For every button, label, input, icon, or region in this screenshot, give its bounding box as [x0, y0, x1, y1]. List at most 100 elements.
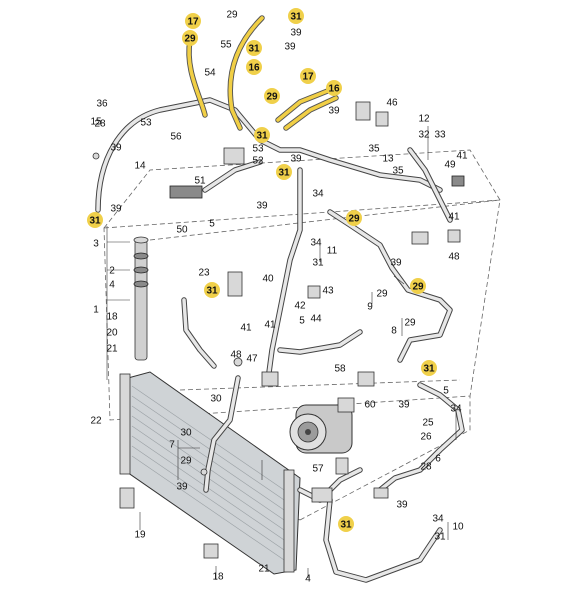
part-callout-39: 39: [396, 500, 408, 511]
part-callout-31: 31: [312, 258, 324, 269]
callout-highlight-badge: [421, 360, 437, 376]
part-callout-2: 2: [109, 266, 115, 277]
part-callout-34: 34: [432, 514, 444, 525]
part-callout-1: 1: [93, 305, 99, 316]
condenser: [119, 371, 301, 575]
callout-highlight-badge: [87, 212, 103, 228]
part-callout-16: 16: [328, 84, 340, 95]
part-callout-31: 31: [290, 12, 302, 23]
callout-highlight-badge: [300, 68, 316, 84]
part-callout-34: 34: [310, 238, 322, 249]
part-callout-39: 39: [398, 400, 410, 411]
part-callout-53: 53: [140, 118, 152, 129]
part-callout-58: 58: [334, 364, 346, 375]
part-callout-34: 34: [312, 189, 324, 200]
part-callout-28: 28: [420, 462, 432, 473]
part-callout-56: 56: [170, 132, 182, 143]
part-callout-5: 5: [209, 219, 215, 230]
part-callout-17: 17: [187, 17, 199, 28]
part-callout-39: 39: [390, 258, 402, 269]
part-callout-49: 49: [444, 160, 456, 171]
part-callout-20: 20: [106, 328, 118, 339]
part-callout-15: 15: [90, 117, 102, 128]
part-callout-39: 39: [284, 42, 296, 53]
part-callout-54: 54: [204, 68, 216, 79]
callout-highlight-badge: [246, 40, 262, 56]
part-callout-41: 41: [264, 320, 276, 331]
part-callout-23: 23: [198, 268, 210, 279]
part-callout-41: 41: [448, 212, 460, 223]
part-callout-28: 28: [94, 119, 106, 130]
part-callout-31: 31: [89, 216, 101, 227]
part-callout-29: 29: [184, 34, 196, 45]
part-callout-17: 17: [302, 72, 314, 83]
part-callout-18: 18: [106, 312, 118, 323]
part-callout-10: 10: [452, 522, 464, 533]
callout-highlight-badge: [338, 516, 354, 532]
part-callout-44: 44: [310, 314, 322, 325]
part-callout-26: 26: [420, 432, 432, 443]
part-callout-25: 25: [422, 418, 434, 429]
part-callout-57: 57: [312, 464, 324, 475]
receiver-drier: [133, 236, 149, 361]
fittings-and-clips: [92, 101, 465, 559]
ac-compressor: [289, 397, 355, 454]
callout-highlight-badge: [246, 59, 262, 75]
leader-lines: [106, 126, 457, 580]
part-callout-30: 30: [210, 394, 222, 405]
highlighted-hoses: [186, 15, 339, 131]
part-callout-50: 50: [176, 225, 188, 236]
part-callout-33: 33: [434, 130, 446, 141]
part-callout-31: 31: [340, 520, 352, 531]
part-callout-47: 47: [246, 354, 258, 365]
callout-highlight-badge: [182, 30, 198, 46]
part-callout-18: 18: [212, 572, 224, 583]
part-callout-39: 39: [176, 482, 188, 493]
part-callout-32: 32: [418, 130, 430, 141]
part-callout-46: 46: [386, 98, 398, 109]
callout-highlight-badge: [326, 80, 342, 96]
part-callout-60: 60: [364, 400, 376, 411]
part-callout-35: 35: [392, 166, 404, 177]
callout-highlight-badge: [204, 282, 220, 298]
callout-highlight-badge: [264, 88, 280, 104]
part-callout-29: 29: [180, 456, 192, 467]
part-callout-39: 39: [110, 204, 122, 215]
part-callout-31: 31: [206, 286, 218, 297]
part-callout-39: 39: [328, 106, 340, 117]
callout-highlight-badge: [346, 210, 362, 226]
callout-highlight-badge: [276, 164, 292, 180]
part-callout-12: 12: [418, 114, 430, 125]
part-callout-29: 29: [266, 92, 278, 103]
part-callout-35: 35: [368, 144, 380, 155]
part-callout-6: 6: [435, 454, 441, 465]
part-callout-55: 55: [220, 40, 232, 51]
part-callout-31: 31: [434, 532, 446, 543]
callout-highlight-badge: [185, 13, 201, 29]
part-callout-34: 34: [450, 404, 462, 415]
part-callout-30: 30: [180, 428, 192, 439]
part-callout-48: 48: [448, 252, 460, 263]
part-callout-4: 4: [305, 574, 311, 585]
part-callout-21: 21: [258, 564, 270, 575]
part-callout-16: 16: [248, 63, 260, 74]
part-callout-19: 19: [134, 530, 146, 541]
part-callout-52: 52: [252, 156, 264, 167]
part-callout-51: 51: [194, 176, 206, 187]
part-callout-4: 4: [109, 280, 115, 291]
part-callout-21: 21: [106, 344, 118, 355]
part-callout-29: 29: [404, 318, 416, 329]
callout-highlight-badge: [254, 127, 270, 143]
part-callout-48: 48: [230, 350, 242, 361]
part-callout-22: 22: [90, 416, 102, 427]
part-callout-31: 31: [278, 168, 290, 179]
part-callout-3: 3: [93, 239, 99, 250]
part-callout-31: 31: [256, 131, 268, 142]
part-callout-39: 39: [290, 28, 302, 39]
part-callout-5: 5: [299, 316, 305, 327]
callout-highlight-badge: [288, 8, 304, 24]
part-callout-7: 7: [169, 440, 175, 451]
part-callout-8: 8: [391, 326, 397, 337]
part-callout-40: 40: [262, 274, 274, 285]
